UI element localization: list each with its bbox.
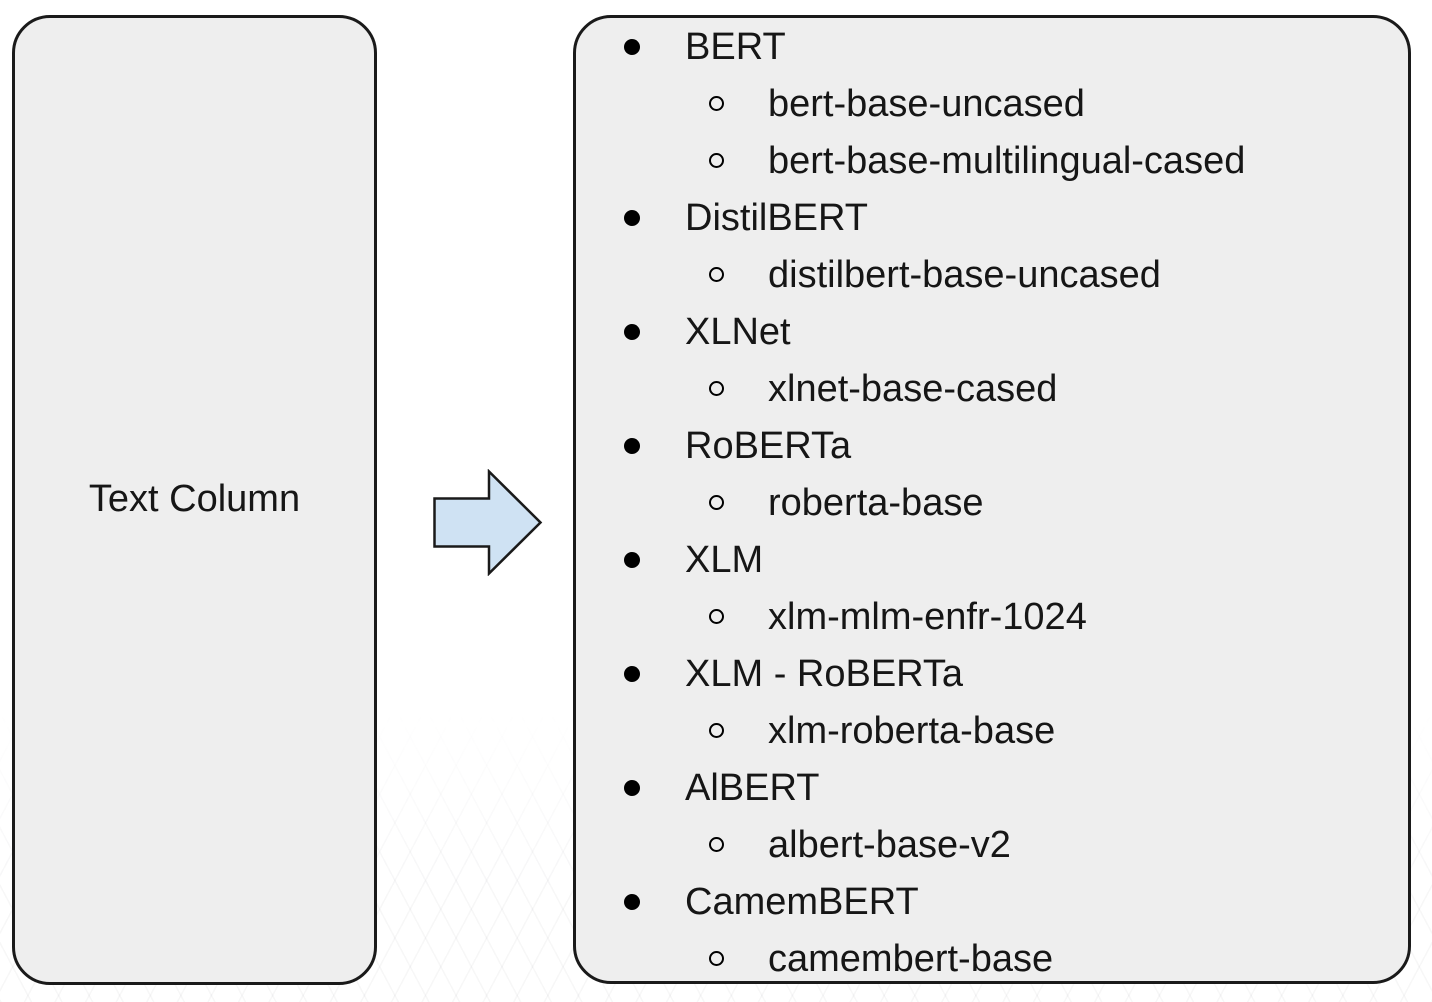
model-family-item: XLM - RoBERTa [576,645,1408,702]
model-checkpoint-item: camembert-base [576,930,1408,981]
list-item-label: BERT [685,25,786,68]
model-family-item: DistilBERT [576,189,1408,246]
list-item-label: DistilBERT [685,196,868,239]
list-item-label: albert-base-v2 [768,823,1011,866]
filled-bullet-icon [624,551,640,568]
filled-bullet-icon [624,779,640,796]
model-checkpoint-item: xlnet-base-cased [576,360,1408,417]
list-item-label: XLM [685,538,764,581]
model-family-item: XLM [576,531,1408,588]
model-checkpoint-item: bert-base-uncased [576,75,1408,132]
hollow-bullet-icon [709,609,724,624]
list-item-label: camembert-base [768,937,1054,980]
list-item-label: xlm-roberta-base [768,709,1056,752]
filled-bullet-icon [624,893,640,910]
filled-bullet-icon [624,209,640,226]
model-checkpoint-item: roberta-base [576,474,1408,531]
hollow-bullet-icon [709,267,724,282]
filled-bullet-icon [624,665,640,682]
list-item-label: bert-base-multilingual-cased [768,139,1246,182]
list-item-label: roberta-base [768,481,984,524]
model-checkpoint-item: xlm-roberta-base [576,702,1408,759]
text-column-label: Text Column [88,478,301,521]
list-item-label: AlBERT [685,766,820,809]
model-list-box: BERT bert-base-uncased bert-base-multiling… [573,15,1411,984]
hollow-bullet-icon [709,381,724,396]
hollow-bullet-icon [709,495,724,510]
hollow-bullet-icon [709,837,724,852]
model-checkpoint-item: albert-base-v2 [576,816,1408,873]
text-column-box: Text Column [12,15,377,985]
model-checkpoint-item: xlm-mlm-enfr-1024 [576,588,1408,645]
right-arrow-icon [433,469,543,576]
list-item-label: bert-base-uncased [768,82,1085,125]
model-family-item: BERT [576,18,1408,75]
model-family-item: RoBERTa [576,417,1408,474]
list-item-label: xlm-mlm-enfr-1024 [768,595,1087,638]
model-family-item: AlBERT [576,759,1408,816]
filled-bullet-icon [624,323,640,340]
list-item-label: CamemBERT [685,880,919,923]
filled-bullet-icon [624,437,640,454]
list-item-label: RoBERTa [685,424,852,467]
model-family-item: CamemBERT [576,873,1408,930]
hollow-bullet-icon [709,96,724,111]
model-checkpoint-item: distilbert-base-uncased [576,246,1408,303]
model-family-item: XLNet [576,303,1408,360]
list-item-label: xlnet-base-cased [768,367,1058,410]
list-item-label: distilbert-base-uncased [768,253,1161,296]
hollow-bullet-icon [709,951,724,966]
list-item-label: XLM - RoBERTa [685,652,964,695]
list-item-label: XLNet [685,310,791,353]
filled-bullet-icon [624,38,640,55]
right-arrow-shape [433,469,543,576]
model-list: BERT bert-base-uncased bert-base-multiling… [576,18,1408,981]
hollow-bullet-icon [709,153,724,168]
model-checkpoint-item: bert-base-multilingual-cased [576,132,1408,189]
hollow-bullet-icon [709,723,724,738]
